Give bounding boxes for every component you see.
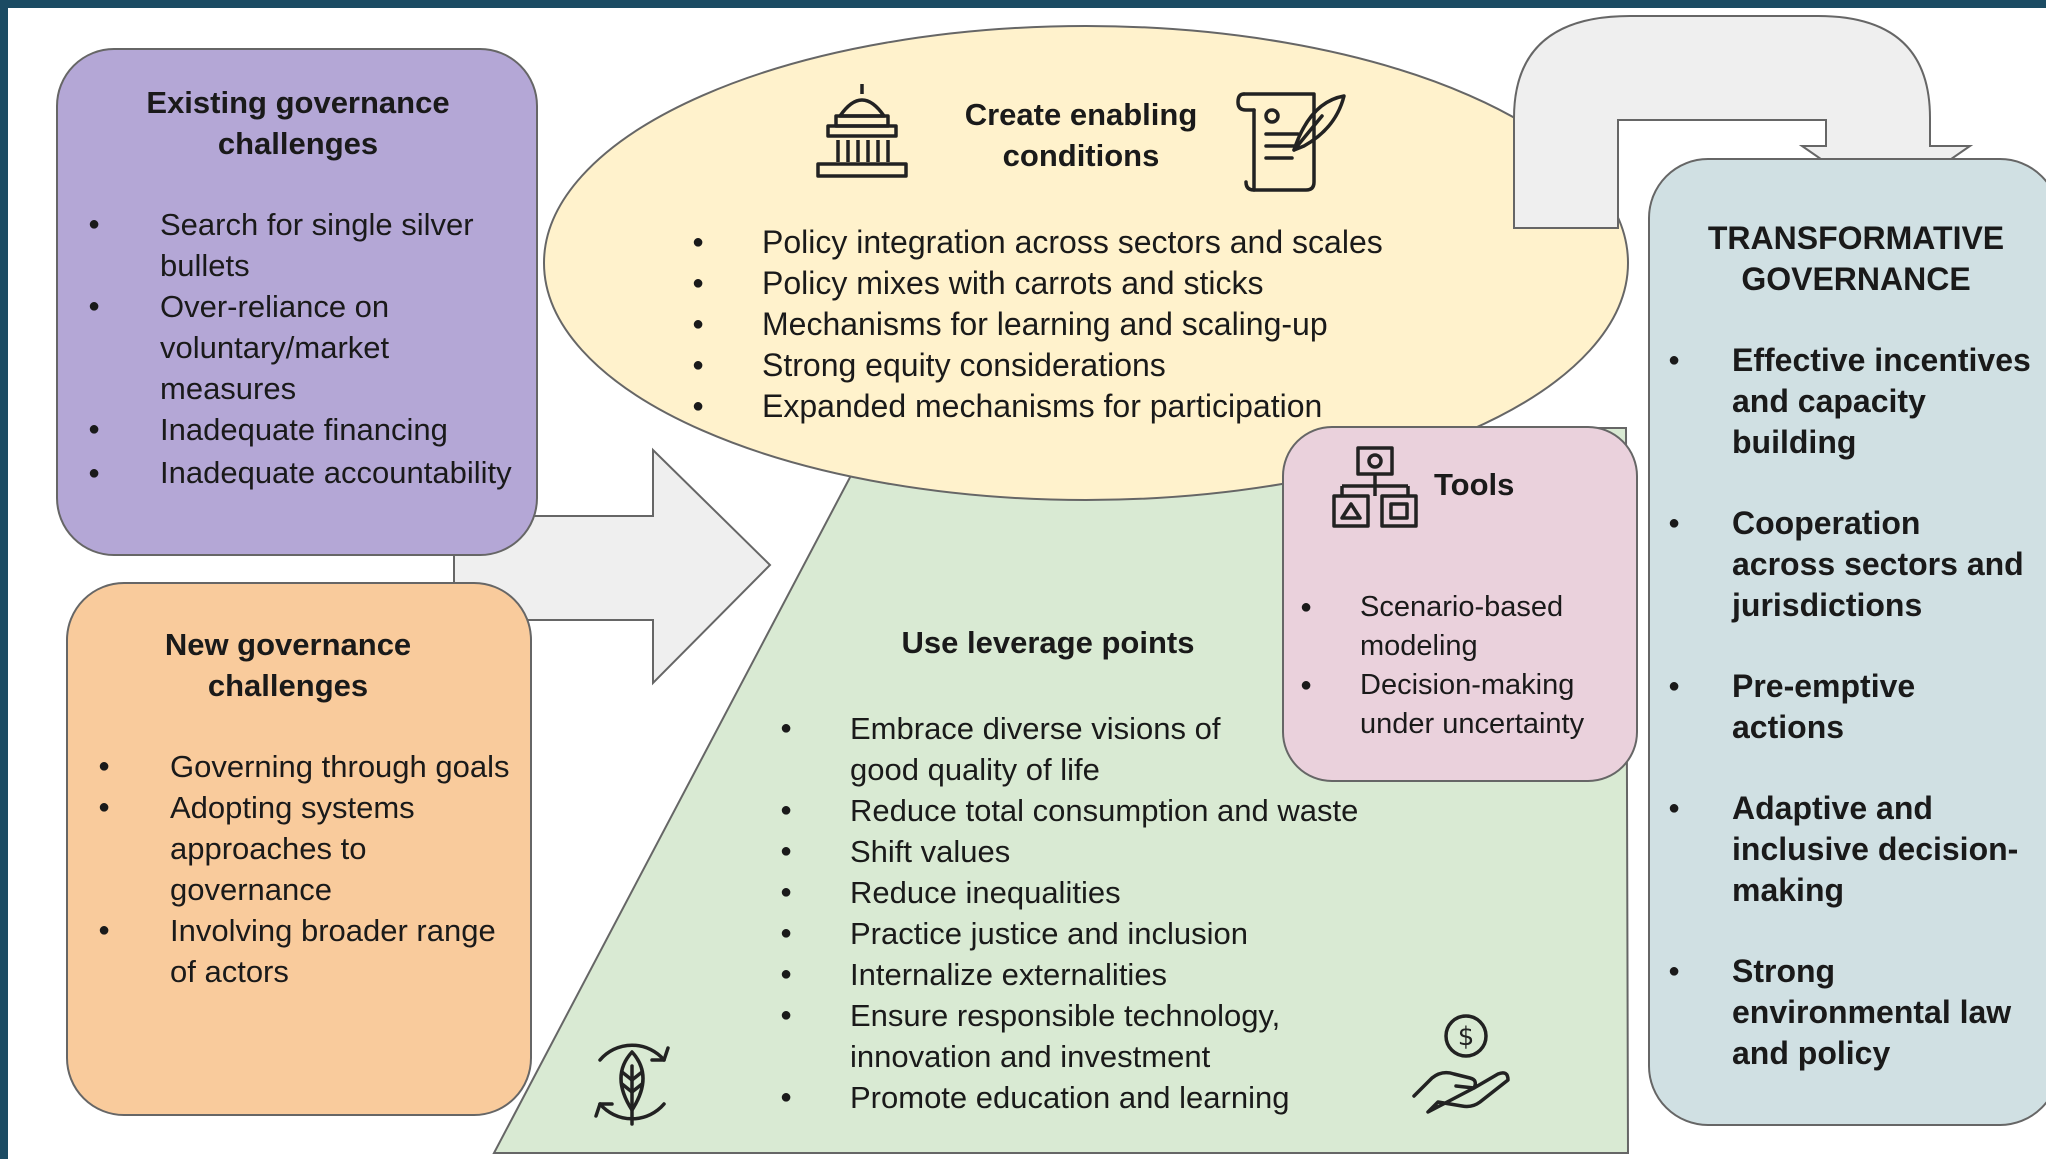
tools-title: Tools bbox=[1434, 467, 1515, 502]
list-item: Cooperation across sectors and jurisdict… bbox=[1668, 503, 2032, 626]
list-item: Strong equity considerations bbox=[692, 345, 1508, 386]
list-item: Search for single silver bullets bbox=[88, 204, 528, 286]
svg-text:$: $ bbox=[1458, 1022, 1475, 1052]
list-item: Reduce total consumption and waste bbox=[780, 790, 1438, 831]
new-challenges-box: New governance challenges Governing thro… bbox=[66, 582, 532, 1116]
list-item: Embrace diverse visions of good quality … bbox=[780, 708, 1280, 790]
list-item: Inadequate accountability bbox=[88, 450, 528, 496]
hierarchy-chart-icon bbox=[1332, 446, 1418, 528]
list-item: Practice justice and inclusion bbox=[780, 913, 1438, 954]
list-item: Promote education and learning bbox=[780, 1077, 1438, 1118]
transformative-box: TRANSFORMATIVE GOVERNANCE Effective ince… bbox=[1648, 158, 2046, 1126]
list-item: Governing through goals bbox=[98, 746, 528, 787]
tools-list: Scenario-based modeling Decision-making … bbox=[1284, 588, 1624, 744]
list-item: Involving broader range of actors bbox=[98, 910, 528, 992]
tools-box: Tools Scenario-based modeling Decision-m… bbox=[1282, 426, 1638, 782]
leaf-cycle-icon bbox=[594, 1043, 670, 1126]
list-item: Over-reliance on voluntary/market measur… bbox=[88, 286, 528, 409]
transformative-list: Effective incentives and capacity buildi… bbox=[1650, 340, 2046, 1114]
new-challenges-title: New governance challenges bbox=[164, 627, 412, 703]
list-item: Effective incentives and capacity buildi… bbox=[1668, 340, 2032, 463]
capitol-building-icon bbox=[816, 84, 908, 178]
existing-challenges-title: Existing governance challenges bbox=[146, 85, 450, 161]
leverage-title: Use leverage points bbox=[901, 625, 1195, 660]
list-item: Inadequate financing bbox=[88, 409, 528, 450]
list-item: Reduce inequalities bbox=[780, 872, 1438, 913]
diagram-canvas: Existing governance challenges Search fo… bbox=[8, 8, 2046, 1159]
list-item: Decision-making under uncertainty bbox=[1300, 666, 1620, 744]
existing-challenges-list: Search for single silver bullets Over-re… bbox=[58, 204, 528, 496]
list-item: Policy integration across sectors and sc… bbox=[692, 222, 1508, 263]
list-item: Adopting systems approaches to governanc… bbox=[98, 787, 528, 910]
list-item: Policy mixes with carrots and sticks bbox=[692, 263, 1508, 304]
list-item: Ensure responsible technology, innovatio… bbox=[780, 995, 1350, 1077]
list-item: Shift values bbox=[780, 831, 1438, 872]
list-item: Adaptive and inclusive decision-making bbox=[1668, 788, 2032, 911]
list-item: Internalize externalities bbox=[780, 954, 1438, 995]
list-item: Pre-emptive actions bbox=[1668, 666, 1972, 748]
transformative-title: TRANSFORMATIVE GOVERNANCE bbox=[1707, 220, 2005, 297]
enabling-list: Policy integration across sectors and sc… bbox=[688, 222, 1508, 427]
hand-coin-icon: $ bbox=[1412, 1014, 1510, 1114]
list-item: Expanded mechanisms for participation bbox=[692, 386, 1508, 427]
list-item: Mechanisms for learning and scaling-up bbox=[692, 304, 1508, 345]
list-item: Scenario-based modeling bbox=[1300, 588, 1600, 666]
scroll-quill-icon bbox=[1236, 92, 1346, 192]
new-challenges-list: Governing through goals Adopting systems… bbox=[68, 746, 528, 992]
existing-challenges-box: Existing governance challenges Search fo… bbox=[56, 48, 538, 556]
leverage-list: Embrace diverse visions of good quality … bbox=[778, 708, 1438, 1118]
list-item: Strong environmental law and policy bbox=[1668, 951, 2042, 1074]
enabling-title: Create enabling conditions bbox=[964, 97, 1198, 173]
